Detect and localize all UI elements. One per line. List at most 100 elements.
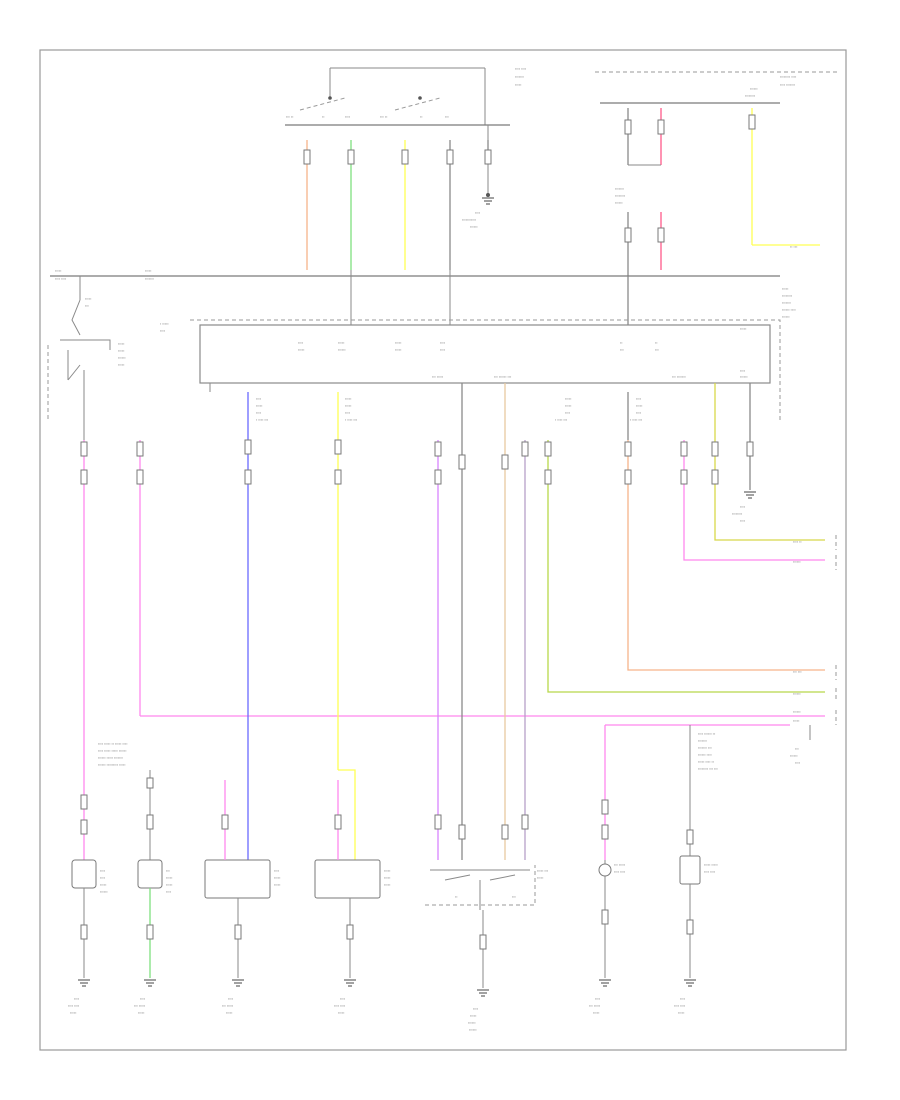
svg-text:▪▪▪: ▪▪▪: [620, 348, 624, 352]
svg-text:▪▪▪▪: ▪▪▪▪: [475, 211, 480, 215]
svg-text:▪▪▪: ▪▪▪: [655, 348, 659, 352]
svg-text:▪▪▪▪▪▪▪▪: ▪▪▪▪▪▪▪▪: [782, 294, 792, 298]
svg-text:▪▪▪▪▪: ▪▪▪▪▪: [345, 404, 351, 408]
svg-text:▪▪▪▪ ▪▪▪▪: ▪▪▪▪ ▪▪▪▪: [515, 67, 526, 71]
svg-text:▪ ▪▪▪▪ ▪▪▪: ▪ ▪▪▪▪ ▪▪▪: [630, 418, 642, 422]
svg-text:▪▪▪▪ ▪▪▪▪: ▪▪▪▪ ▪▪▪▪: [704, 870, 715, 874]
module-output-wires: ▪▪▪▪ ▪▪▪▪▪ ▪▪▪▪ ▪ ▪▪▪▪ ▪▪▪ ▪▪▪▪▪ ▪▪▪▪▪ ▪…: [80, 383, 825, 880]
svg-text:▪▪▪▪: ▪▪▪▪: [100, 869, 105, 873]
svg-text:▪▪▪▪▪: ▪▪▪▪▪: [166, 883, 172, 887]
right-offpage-labels: ▪▪▪▪ ▪▪ ▪▪▪▪▪▪ ▪▪▪ ▪▪▪ ▪▪▪▪▪▪ ▪▪▪▪▪▪ ▪▪▪…: [793, 535, 837, 725]
svg-text:▪▪▪▪▪▪: ▪▪▪▪▪▪: [782, 315, 790, 319]
svg-text:▪▪▪▪▪: ▪▪▪▪▪: [565, 404, 571, 408]
note-block: ▪▪▪▪ ▪▪▪▪▪ ▪▪ ▪▪▪▪▪ ▪▪▪▪ ▪▪▪▪ ▪▪▪▪▪ ▪▪▪▪…: [98, 742, 154, 860]
svg-text:▪▪▪▪: ▪▪▪▪: [795, 761, 800, 765]
svg-text:▪▪▪▪: ▪▪▪▪: [160, 329, 165, 333]
headlamp-switch: ▪▪▪▪ ▪▪▪▪ ▪▪▪▪▪▪▪ ▪▪▪▪▪ ▪▪▪ ▪▪ ▪▪ ▪▪▪▪ ▪…: [285, 67, 526, 126]
svg-text:▪ ▪▪▪▪ ▪▪▪: ▪ ▪▪▪▪ ▪▪▪: [345, 418, 357, 422]
svg-text:▪▪▪▪: ▪▪▪▪: [345, 411, 350, 415]
svg-text:▪▪▪ ▪▪▪▪▪: ▪▪▪ ▪▪▪▪▪: [432, 375, 443, 379]
diagram-frame: [39, 49, 847, 1051]
svg-text:▪▪▪▪▪▪: ▪▪▪▪▪▪: [793, 560, 801, 564]
svg-text:▪▪▪▪▪: ▪▪▪▪▪: [593, 1011, 599, 1015]
svg-text:▪▪▪▪: ▪▪▪▪: [340, 997, 345, 1001]
svg-text:▪▪▪▪ ▪▪▪▪: ▪▪▪▪ ▪▪▪▪: [674, 1004, 685, 1008]
svg-text:▪▪▪▪▪: ▪▪▪▪▪: [138, 1011, 144, 1015]
svg-text:▪▪: ▪▪: [420, 115, 423, 119]
svg-text:▪▪▪▪▪▪: ▪▪▪▪▪▪: [468, 1021, 476, 1025]
svg-text:▪▪▪▪: ▪▪▪▪: [345, 115, 350, 119]
svg-text:▪▪▪▪▪▪: ▪▪▪▪▪▪: [469, 1028, 477, 1032]
svg-text:▪▪▪▪: ▪▪▪▪: [473, 1007, 478, 1011]
svg-text:▪▪▪▪▪ ▪▪▪: ▪▪▪▪▪ ▪▪▪: [537, 869, 548, 873]
svg-text:▪▪▪ ▪▪▪▪▪: ▪▪▪ ▪▪▪▪▪: [134, 1004, 145, 1008]
svg-text:▪▪▪▪: ▪▪▪▪: [274, 869, 279, 873]
svg-text:▪▪▪▪▪▪▪▪ ▪▪▪▪: ▪▪▪▪▪▪▪▪ ▪▪▪▪: [780, 75, 796, 79]
svg-text:▪▪▪▪ ▪▪▪▪: ▪▪▪▪ ▪▪▪▪: [55, 277, 66, 281]
svg-text:▪▪▪▪▪▪ ▪▪▪▪▪▪▪▪▪ ▪▪▪▪▪: ▪▪▪▪▪▪ ▪▪▪▪▪▪▪▪▪ ▪▪▪▪▪: [98, 763, 125, 767]
svg-text:▪▪▪▪: ▪▪▪▪: [740, 369, 745, 373]
svg-text:▪▪▪▪▪: ▪▪▪▪▪: [384, 869, 390, 873]
svg-text:▪▪▪▪: ▪▪▪▪: [440, 348, 445, 352]
svg-text:▪▪▪▪▪: ▪▪▪▪▪: [145, 269, 151, 273]
svg-text:▪▪▪▪ ▪▪: ▪▪▪▪ ▪▪: [793, 540, 802, 544]
svg-text:▪▪▪▪▪▪: ▪▪▪▪▪▪: [338, 348, 346, 352]
svg-text:▪▪▪▪▪: ▪▪▪▪▪: [274, 876, 280, 880]
switch-wires: [303, 140, 492, 270]
svg-text:▪▪▪▪▪▪▪: ▪▪▪▪▪▪▪: [782, 301, 791, 305]
svg-text:▪▪▪▪: ▪▪▪▪: [74, 997, 79, 1001]
svg-text:▪▪▪▪: ▪▪▪▪: [166, 890, 171, 894]
svg-text:▪▪▪: ▪▪▪: [795, 747, 799, 751]
svg-text:▪▪▪ ▪▪▪: ▪▪▪ ▪▪▪: [793, 670, 802, 674]
svg-text:▪▪▪▪: ▪▪▪▪: [256, 397, 261, 401]
svg-text:▪▪▪▪: ▪▪▪▪: [298, 341, 303, 345]
svg-text:▪▪▪▪▪: ▪▪▪▪▪: [55, 269, 61, 273]
svg-text:▪▪▪▪▪▪▪▪: ▪▪▪▪▪▪▪▪: [615, 194, 625, 198]
svg-text:▪ ▪▪▪▪▪: ▪ ▪▪▪▪▪: [160, 322, 169, 326]
svg-text:▪▪▪▪▪▪ ▪▪▪▪: ▪▪▪▪▪▪ ▪▪▪▪: [782, 308, 796, 312]
svg-text:▪▪▪▪▪: ▪▪▪▪▪: [226, 1011, 232, 1015]
svg-text:▪▪▪▪▪: ▪▪▪▪▪: [384, 883, 390, 887]
svg-text:▪▪▪▪▪: ▪▪▪▪▪: [678, 1011, 684, 1015]
svg-text:▪▪▪▪▪▪▪: ▪▪▪▪▪▪▪: [515, 75, 524, 79]
svg-text:▪▪▪▪▪▪: ▪▪▪▪▪▪: [740, 375, 748, 379]
power-bus: ▪▪▪▪▪ ▪▪▪▪ ▪▪▪▪ ▪▪▪▪▪ ▪▪▪▪▪▪▪ ▪▪▪▪▪ ▪▪▪▪…: [50, 269, 796, 325]
svg-text:▪▪▪▪▪: ▪▪▪▪▪: [85, 297, 91, 301]
svg-text:▪▪▪▪▪▪: ▪▪▪▪▪▪: [118, 356, 126, 360]
svg-text:▪▪▪▪▪▪▪▪: ▪▪▪▪▪▪▪▪: [745, 94, 755, 98]
svg-text:▪▪▪▪▪▪▪: ▪▪▪▪▪▪▪: [615, 187, 624, 191]
svg-text:▪▪▪▪: ▪▪▪▪: [740, 519, 745, 523]
svg-text:▪▪▪▪: ▪▪▪▪: [680, 997, 685, 1001]
svg-text:▪▪▪▪▪: ▪▪▪▪▪: [782, 287, 788, 291]
svg-text:▪▪▪: ▪▪▪: [445, 115, 449, 119]
svg-text:▪▪▪▪▪▪ ▪▪▪▪▪ ▪▪▪▪▪▪▪: ▪▪▪▪▪▪ ▪▪▪▪▪ ▪▪▪▪▪▪▪: [98, 756, 123, 760]
svg-text:▪▪▪▪▪▪: ▪▪▪▪▪▪: [470, 225, 478, 229]
svg-text:▪▪▪▪▪▪▪: ▪▪▪▪▪▪▪: [145, 277, 154, 281]
lower-components: ▪▪▪▪ ▪▪▪▪ ▪▪▪▪▪ ▪▪▪▪▪▪ ▪▪▪ ▪▪▪▪▪ ▪▪▪▪▪ ▪…: [71, 780, 718, 988]
svg-text:▪▪▪: ▪▪▪: [166, 869, 170, 873]
svg-text:▪▪▪▪▪: ▪▪▪▪▪: [166, 876, 172, 880]
svg-text:▪▪▪▪ ▪▪▪▪: ▪▪▪▪ ▪▪▪▪: [614, 870, 625, 874]
svg-text:▪▪▪▪▪: ▪▪▪▪▪: [793, 719, 799, 723]
svg-text:▪▪▪▪▪: ▪▪▪▪▪: [395, 348, 401, 352]
lower-right-branch: ▪▪▪▪ ▪▪▪▪▪▪ ▪▪ ▪▪▪▪▪▪▪ ▪▪▪▪▪▪▪ ▪▪▪ ▪▪▪▪▪…: [601, 724, 811, 860]
svg-text:▪▪▪▪▪: ▪▪▪▪▪: [118, 363, 124, 367]
svg-text:▪▪▪▪ ▪▪▪▪▪▪▪: ▪▪▪▪ ▪▪▪▪▪▪▪: [780, 83, 795, 87]
svg-text:▪▪▪ ▪▪▪▪▪▪ ▪▪▪: ▪▪▪ ▪▪▪▪▪▪ ▪▪▪: [494, 375, 511, 379]
svg-text:▪▪▪▪ ▪▪▪▪▪ ▪▪ ▪▪▪▪▪ ▪▪▪▪: ▪▪▪▪ ▪▪▪▪▪ ▪▪ ▪▪▪▪▪ ▪▪▪▪: [98, 742, 127, 746]
svg-text:▪▪▪▪ ▪▪▪▪▪ ▪▪▪▪▪ ▪▪▪▪▪▪: ▪▪▪▪ ▪▪▪▪▪ ▪▪▪▪▪ ▪▪▪▪▪▪: [98, 749, 126, 753]
svg-text:▪▪▪▪▪▪▪▪: ▪▪▪▪▪▪▪▪: [732, 512, 742, 516]
svg-text:▪▪▪▪ ▪▪▪▪▪▪ ▪▪: ▪▪▪▪ ▪▪▪▪▪▪ ▪▪: [698, 732, 715, 736]
svg-text:▪▪▪▪▪: ▪▪▪▪▪: [338, 1011, 344, 1015]
svg-text:▪▪▪ ▪▪▪▪▪: ▪▪▪ ▪▪▪▪▪: [222, 1004, 233, 1008]
svg-text:▪▪: ▪▪: [455, 895, 458, 899]
svg-text:▪▪: ▪▪: [322, 115, 325, 119]
svg-text:▪▪▪▪: ▪▪▪▪: [565, 411, 570, 415]
svg-text:▪▪▪▪▪: ▪▪▪▪▪: [298, 348, 304, 352]
svg-text:▪▪▪▪▪▪: ▪▪▪▪▪▪: [793, 692, 801, 696]
svg-text:▪▪▪ ▪▪: ▪▪▪ ▪▪: [286, 115, 293, 119]
svg-text:▪▪▪▪▪: ▪▪▪▪▪: [470, 1014, 476, 1018]
svg-text:▪▪▪▪▪: ▪▪▪▪▪: [118, 342, 124, 346]
svg-text:▪▪▪▪▪▪▪▪ ▪▪▪ ▪▪▪: ▪▪▪▪▪▪▪▪ ▪▪▪ ▪▪▪: [698, 767, 718, 771]
svg-text:▪▪▪▪▪: ▪▪▪▪▪: [515, 83, 521, 87]
